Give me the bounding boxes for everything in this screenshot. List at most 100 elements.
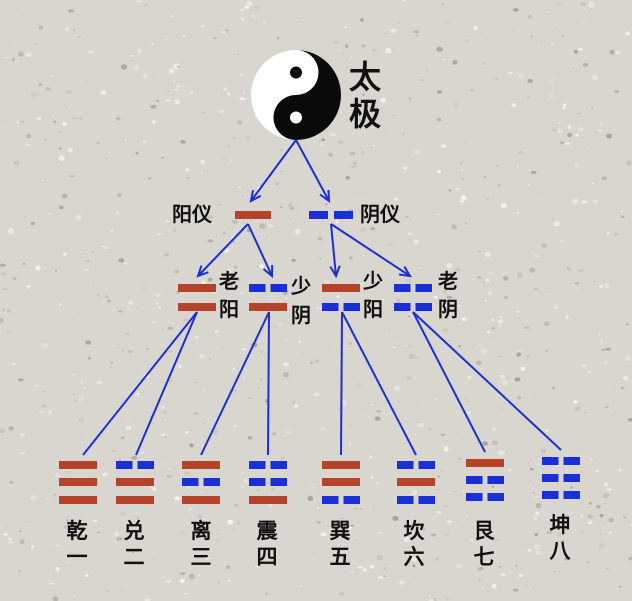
xiang-2-char1: 少 — [291, 274, 311, 298]
trigram-6-line-2 — [397, 478, 435, 486]
trigram-6-line-1 — [397, 461, 414, 469]
trigram-4-line-2 — [270, 478, 287, 486]
xiang-2-char2: 阴 — [291, 303, 311, 327]
arrow-yin-to-laoyin-head — [398, 266, 412, 278]
arrow-yang-to-laoyang — [197, 223, 249, 277]
trigram-7-line-3 — [487, 493, 504, 501]
yi-lines — [235, 211, 353, 219]
trigram-3-line-3 — [182, 496, 220, 504]
trigram-dui-name: 兑 — [123, 519, 145, 543]
trigram-7-line-1 — [466, 459, 504, 467]
trigram-1-line-3 — [59, 496, 97, 504]
xiang-3-char1: 少 — [363, 269, 383, 293]
trigram-7-line-2 — [466, 476, 483, 484]
trigram-3-line-1 — [182, 461, 220, 469]
trigram-kan-name: 坎 — [403, 519, 425, 543]
trigram-gen-number: 七 — [473, 545, 495, 569]
arrow-yin-to-shaoyang — [330, 223, 337, 277]
trigram-kan-number: 六 — [403, 545, 425, 569]
trigram-xun-number: 五 — [329, 545, 351, 569]
trigram-5-line-2 — [322, 478, 360, 486]
title-ji: 极 — [349, 95, 382, 133]
arrow-yang-to-laoyang-head — [196, 265, 209, 278]
xiang-1-char2: 阳 — [219, 297, 239, 321]
trigram-qian-number: 一 — [66, 545, 88, 569]
xiang-2-line-1 — [270, 284, 287, 292]
trigram-2-line-1 — [116, 461, 133, 469]
link-laoyang-dui — [135, 311, 198, 456]
connector-lines — [82, 139, 562, 456]
trigram-2-line-2 — [116, 478, 154, 486]
trigram-1-line-1 — [59, 461, 97, 469]
link-shaoyang-xun — [340, 311, 343, 456]
link-shaoyin-zhen — [267, 311, 270, 456]
trigram-2-line-3 — [116, 496, 154, 504]
trigram-zhen-number: 四 — [256, 545, 278, 569]
xiang-3-line-2 — [322, 303, 339, 311]
trigram-li-number: 三 — [190, 545, 212, 569]
taiji-symbol — [251, 50, 341, 140]
xiang-4-char1: 老 — [438, 269, 458, 293]
trigram-8-line-1 — [542, 457, 559, 465]
trigram-4-line-1 — [249, 461, 266, 469]
xiang-3-char2: 阳 — [363, 297, 383, 321]
trigram-xun-name: 巽 — [329, 519, 351, 543]
xiang-4-line-1 — [415, 284, 432, 292]
trigram-3-line-2 — [203, 478, 220, 486]
arrow-yin-to-shaoyang-head — [329, 265, 341, 279]
trigram-6-line-3 — [397, 496, 414, 504]
xiang-4-line-1 — [394, 284, 411, 292]
trigram-lines — [59, 457, 580, 504]
xiang-1-line-2 — [178, 303, 216, 311]
trigram-4-line-1 — [270, 461, 287, 469]
trigram-6-line-1 — [418, 461, 435, 469]
trigram-kun-number: 八 — [549, 539, 571, 563]
arrow-yang-to-shaoyin — [247, 223, 273, 277]
xiang-2-line-1 — [249, 284, 266, 292]
yiyin-label: 阴仪 — [360, 202, 400, 226]
trigram-2-line-1 — [137, 461, 154, 469]
trigram-qian-name: 乾 — [66, 519, 88, 543]
trigram-5-line-3 — [343, 496, 360, 504]
arrow-taiji-to-yin-head — [319, 189, 331, 204]
trigram-7-line-2 — [487, 476, 504, 484]
link-shaoyang-kan — [341, 311, 417, 456]
trigram-8-line-1 — [563, 457, 580, 465]
xiang-4-line-2 — [394, 303, 411, 311]
trigram-3-line-2 — [182, 478, 199, 486]
yiyin-line — [334, 211, 353, 219]
trigram-7-line-3 — [466, 493, 483, 501]
trigram-5-line-3 — [322, 496, 339, 504]
xiang-lines — [178, 284, 432, 311]
trigram-8-line-2 — [563, 474, 580, 482]
xiang-1-line-1 — [178, 284, 216, 292]
trigram-li-name: 离 — [190, 519, 212, 543]
arrow-yin-to-laoyin — [330, 223, 411, 277]
trigram-1-line-2 — [59, 478, 97, 486]
link-shaoyin-li — [200, 311, 270, 456]
trigram-kun-name: 坤 — [549, 513, 571, 537]
link-laoyang-qian — [82, 311, 198, 456]
trigram-dui-number: 二 — [123, 545, 145, 569]
trigram-4-line-3 — [249, 496, 287, 504]
yiyang-label: 阳仪 — [172, 202, 212, 226]
trigram-5-line-1 — [322, 461, 360, 469]
xiang-4-line-2 — [415, 303, 432, 311]
link-laoyin-kun — [412, 311, 562, 451]
trigram-8-line-2 — [542, 474, 559, 482]
trigram-zhen-name: 震 — [256, 519, 278, 543]
yiyin-line — [309, 211, 328, 219]
arrow-taiji-to-yang-head — [249, 190, 262, 203]
yiyang-line — [235, 211, 271, 219]
xiang-3-line-2 — [343, 303, 360, 311]
arrow-taiji-to-yin — [295, 139, 330, 202]
xiang-4-char2: 阴 — [438, 297, 458, 321]
title-tai: 太 — [349, 58, 382, 96]
arrow-yang-to-shaoyin-head — [262, 264, 274, 279]
xiang-1-char1: 老 — [219, 269, 239, 293]
link-laoyin-gen — [412, 311, 486, 453]
trigram-8-line-3 — [563, 491, 580, 499]
trigram-gen-name: 艮 — [473, 519, 495, 543]
xiang-2-line-2 — [249, 303, 287, 311]
